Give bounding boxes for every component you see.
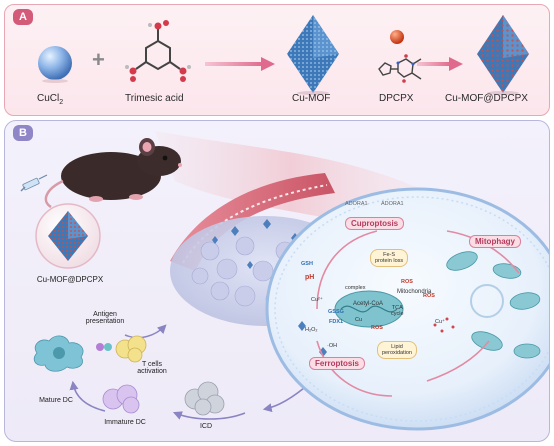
cuproptosis-tag: Cuproptosis [345, 217, 405, 230]
panel-b: B [4, 120, 550, 442]
antigen-link-icon [96, 343, 112, 351]
dpcpx-ball-icon [390, 30, 404, 44]
mature-dc-icon [33, 335, 84, 372]
immature-dc-icon [102, 384, 140, 414]
cu-mof-dpcpx-label: Cu-MOF@DPCPX [445, 93, 528, 104]
cu2-label: Cu²⁺ [311, 297, 323, 303]
ros-label-1: ROS [401, 279, 413, 285]
mitophagy-tag: Mitophagy [469, 235, 521, 248]
panel-b-letter: B [13, 125, 33, 141]
cu-ion-label: Cu [355, 317, 363, 323]
adora1-label-2: ADORA1 [381, 201, 404, 207]
gsh-label: GSH [301, 261, 313, 267]
fdx1-label: FDX1 [329, 319, 344, 325]
mouse-illustration-icon [44, 138, 182, 209]
panel-a: A CuCl2 + Trimesic acid [4, 4, 550, 116]
icd-label: ICD [199, 423, 213, 430]
t-cells-icon [115, 335, 147, 363]
nanoparticle-bubble-icon [35, 203, 101, 269]
ph-label: pH [305, 274, 315, 281]
immature-dc-label: Immature DC [104, 419, 146, 426]
nanoparticle-label: Cu-MOF@DPCPX [36, 275, 104, 284]
acetyl-coa-label: Acetyl-CoA [353, 301, 384, 307]
gssg-label: GSSG [328, 309, 344, 315]
cucl2-label: CuCl2 [37, 93, 64, 106]
syringe-icon [20, 174, 48, 192]
trimesic-acid-molecule-icon [125, 20, 191, 82]
arrow-right-icon [417, 57, 463, 71]
panel-a-letter: A [13, 9, 33, 25]
cu-mof-octahedron-icon [287, 15, 339, 95]
adora1-label-1: ADORA1 [345, 201, 368, 207]
cu-plus-label: Cu⁺ [435, 319, 445, 325]
ros-label-3: ROS [371, 325, 383, 331]
ros-label-2: ROS [423, 293, 435, 299]
icd-cluster-icon [184, 381, 225, 416]
cu-mof-label: Cu-MOF [292, 93, 331, 104]
arrow-right-icon [205, 57, 275, 71]
complex-label: complex [345, 285, 366, 291]
mature-dc-label: Mature DC [39, 397, 73, 404]
dpcpx-molecule-icon [378, 54, 422, 83]
plus-sign: + [92, 47, 105, 72]
cu-mof-dpcpx-octahedron-icon [477, 15, 529, 95]
trimesic-acid-label: Trimesic acid [125, 93, 184, 104]
h2o2-label: H₂O₂ [305, 327, 318, 333]
cucl2-sphere-icon [38, 46, 72, 83]
mitochondria-label: Mitochondria [397, 289, 432, 295]
oh-label: ·OH [327, 343, 338, 349]
ferroptosis-tag: Ferroptosis [309, 357, 366, 370]
dpcpx-label: DPCPX [379, 93, 414, 104]
